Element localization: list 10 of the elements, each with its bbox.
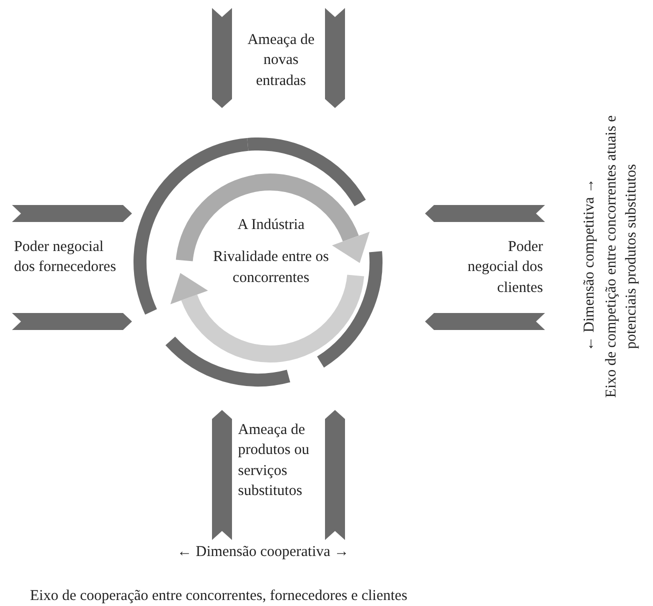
axis-label: ← Dimensão competitiva → [580,177,598,354]
axis-label: ← Dimensão cooperativa → [176,543,350,562]
node-heading: A Indústria [236,216,306,235]
node-text: Ameaça de novas entradas [246,31,316,90]
node-text: Ameaça de produtos ou serviços substitutos [238,421,310,501]
node-text: Poder negocial dos clientes [466,238,543,298]
caption: Eixo de cooperação entre concorrentes, fornecedores e clientes [30,587,408,606]
node-text: Poder negocial dos fornecedores [14,238,118,278]
node-text: Rivalidade entre os concorrentes [212,248,330,288]
axis-label: Eixo de competição entre concorrentes atuais e potenciais produtos substitutos [602,114,640,400]
